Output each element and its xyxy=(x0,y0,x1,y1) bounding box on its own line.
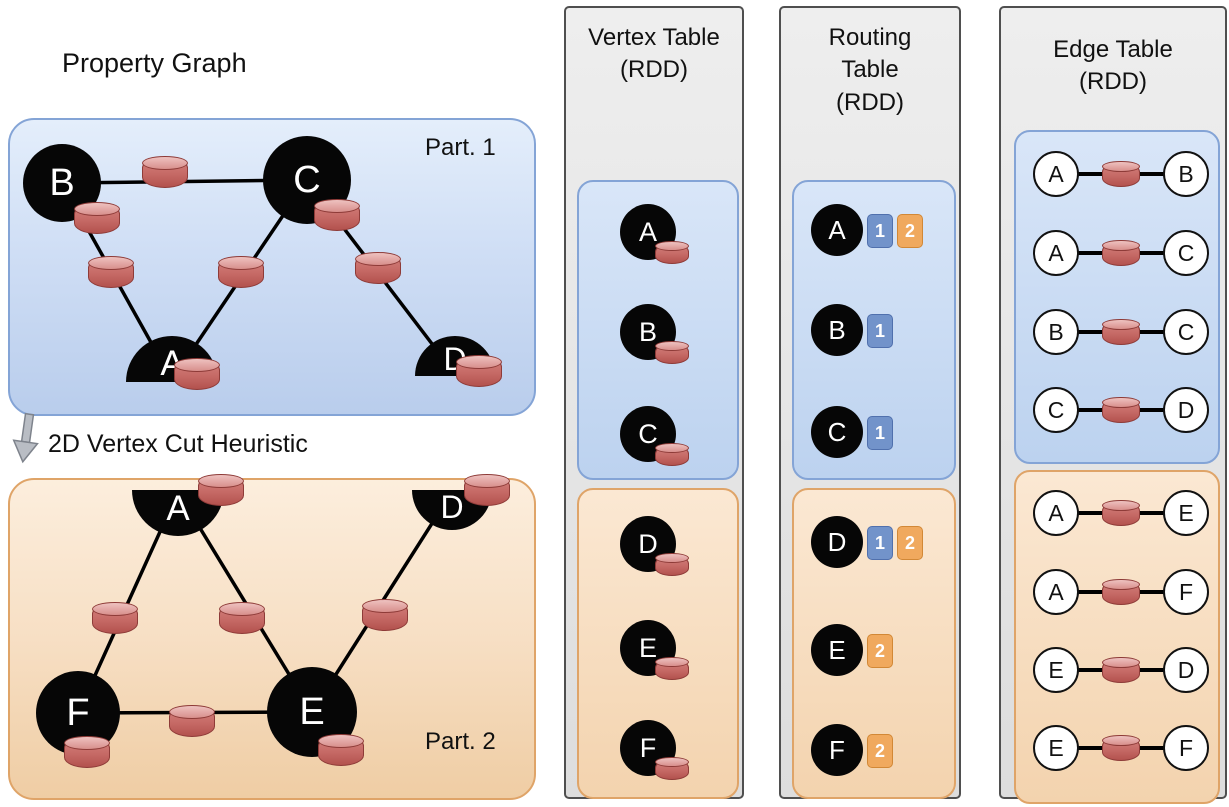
edge-row: E F xyxy=(1016,725,1218,771)
edge-property-cylinder xyxy=(1102,319,1140,345)
vertex-property-cylinder xyxy=(655,757,689,780)
edge-src-vertex: C xyxy=(1033,387,1079,433)
edge-dst-vertex: F xyxy=(1163,725,1209,771)
vertex-property-cylinder xyxy=(198,474,244,507)
edge-property-cylinder xyxy=(1102,579,1140,605)
edge-row: A E xyxy=(1016,490,1218,536)
edge-property-cylinder xyxy=(142,156,188,189)
edge-src-vertex: B xyxy=(1033,309,1079,355)
routing-entry-C: C xyxy=(811,406,863,458)
vertex-property-cylinder xyxy=(456,355,502,388)
vertex-property-cylinder xyxy=(464,474,510,507)
vertex-property-cylinder xyxy=(174,358,220,391)
routing-badge-partition2: 2 xyxy=(897,214,923,248)
edge-property-cylinder xyxy=(218,256,264,289)
edge-dst-vertex: B xyxy=(1163,151,1209,197)
edge-property-cylinder xyxy=(1102,657,1140,683)
routing-table-title: Routing Table (RDD) xyxy=(828,24,912,116)
vertex-table-panel: Vertex Table (RDD) A B C D E F xyxy=(564,6,744,799)
edge-table-partition2-group: A E A F E D E F xyxy=(1014,470,1220,804)
edge-row: C D xyxy=(1016,387,1218,433)
vertex-cut-heuristic-label: 2D Vertex Cut Heuristic xyxy=(48,430,308,458)
edge-property-cylinder xyxy=(92,602,138,635)
edge-property-cylinder xyxy=(1102,161,1140,187)
edge-src-vertex: E xyxy=(1033,725,1079,771)
edge-src-vertex: A xyxy=(1033,490,1079,536)
edge-dst-vertex: F xyxy=(1163,569,1209,615)
edge-dst-vertex: C xyxy=(1163,230,1209,276)
edge-property-cylinder xyxy=(219,602,265,635)
routing-entry-E: E xyxy=(811,624,863,676)
routing-entry-A: A xyxy=(811,204,863,256)
routing-badge-partition2: 2 xyxy=(867,634,893,668)
vertex-property-cylinder xyxy=(655,657,689,680)
vertex-property-cylinder xyxy=(655,241,689,264)
edge-property-cylinder xyxy=(355,252,401,285)
edge-row: A B xyxy=(1016,151,1218,197)
vertex-table-title: Vertex Table (RDD) xyxy=(588,24,720,84)
vertex-property-cylinder xyxy=(655,341,689,364)
edge-dst-vertex: C xyxy=(1163,309,1209,355)
edge-src-vertex: A xyxy=(1033,151,1079,197)
down-arrow-icon xyxy=(12,412,39,464)
edge-dst-vertex: D xyxy=(1163,387,1209,433)
vertex-property-cylinder xyxy=(64,736,110,769)
edge-src-vertex: E xyxy=(1033,647,1079,693)
vertex-property-cylinder xyxy=(314,199,360,232)
edge-row: B C xyxy=(1016,309,1218,355)
routing-badge-partition2: 2 xyxy=(867,734,893,768)
routing-table-panel: Routing Table (RDD) A 1 2 B 1 C 1 D 1 2 … xyxy=(779,6,961,799)
vertex-property-cylinder xyxy=(318,734,364,767)
edge-src-vertex: A xyxy=(1033,569,1079,615)
edge-property-cylinder xyxy=(88,256,134,289)
vertex-property-cylinder xyxy=(74,202,120,235)
edge-dst-vertex: E xyxy=(1163,490,1209,536)
vertex-property-cylinder xyxy=(655,553,689,576)
partition-2-label: Part. 2 xyxy=(425,728,496,755)
edge-property-cylinder xyxy=(169,705,215,738)
edge-src-vertex: A xyxy=(1033,230,1079,276)
edge-property-cylinder xyxy=(1102,500,1140,526)
edge-table-panel: Edge Table (RDD) A B A C B C xyxy=(999,6,1227,804)
routing-entry-B: B xyxy=(811,304,863,356)
routing-entry-F: F xyxy=(811,724,863,776)
routing-badge-partition1: 1 xyxy=(867,214,893,248)
edge-property-cylinder xyxy=(1102,240,1140,266)
edge-property-cylinder xyxy=(362,599,408,632)
routing-badge-partition1: 1 xyxy=(867,314,893,348)
edge-property-cylinder xyxy=(1102,735,1140,761)
routing-entry-D: D xyxy=(811,516,863,568)
edge-row: A F xyxy=(1016,569,1218,615)
edge-table-title: Edge Table (RDD) xyxy=(1053,36,1173,96)
edge-row: A C xyxy=(1016,230,1218,276)
routing-badge-partition1: 1 xyxy=(867,526,893,560)
routing-badge-partition2: 2 xyxy=(897,526,923,560)
vertex-table-entry-B: B xyxy=(620,304,676,360)
edge-table-partition1-group: A B A C B C C D xyxy=(1014,130,1220,464)
edge-property-cylinder xyxy=(1102,397,1140,423)
page-title: Property Graph xyxy=(62,48,247,78)
edge-row: E D xyxy=(1016,647,1218,693)
vertex-property-cylinder xyxy=(655,443,689,466)
routing-badge-partition1: 1 xyxy=(867,416,893,450)
partition-1-label: Part. 1 xyxy=(425,134,496,161)
edge-dst-vertex: D xyxy=(1163,647,1209,693)
